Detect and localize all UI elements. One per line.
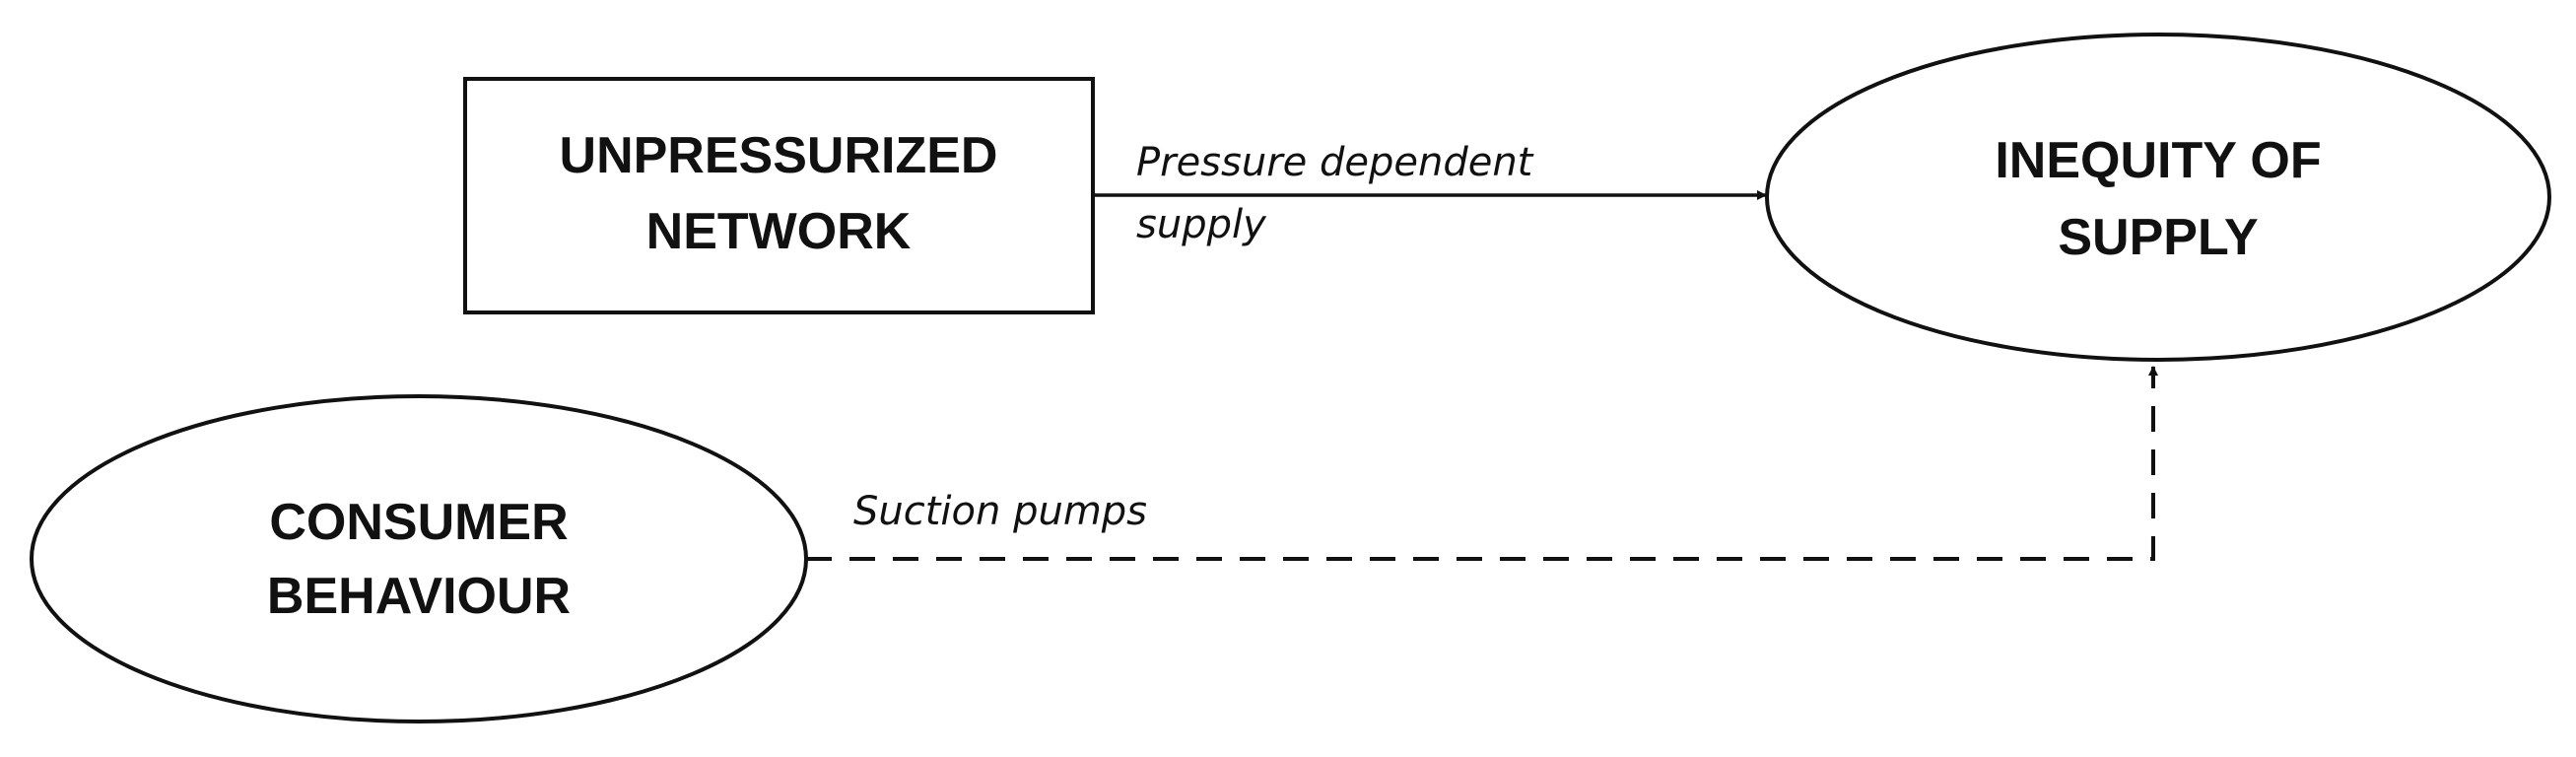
unpressurized-network-box [463, 77, 1095, 314]
node-unpressurized-network: UNPRESSURIZED NETWORK [463, 77, 1095, 314]
unpressurized-network-label-line2: NETWORK [646, 203, 912, 260]
node-consumer-behaviour: CONSUMER BEHAVIOUR [30, 394, 808, 723]
suction-pumps-arrow [806, 366, 2158, 561]
unpressurized-network-label-line1: UNPRESSURIZED [560, 127, 998, 184]
pressure-dependent-supply-label-line1: Pressure dependent [1136, 140, 1534, 185]
pressure-dependent-supply-label-line2: supply [1136, 202, 1267, 247]
edge-suction-pumps: Suction pumps [806, 366, 2158, 561]
inequity-of-supply-label-line2: SUPPLY [2058, 209, 2258, 266]
consumer-behaviour-label-line2: BEHAVIOUR [267, 568, 571, 625]
node-inequity-of-supply: INEQUITY OF SUPPLY [1765, 33, 2551, 362]
edge-pressure-dependent-supply: Pressure dependent supply [1093, 140, 1767, 247]
consumer-behaviour-ellipse [30, 394, 808, 723]
inequity-of-supply-label-line1: INEQUITY OF [1995, 132, 2321, 189]
consumer-behaviour-label-line1: CONSUMER [269, 494, 568, 551]
suction-pumps-label: Suction pumps [853, 489, 1147, 534]
inequity-of-supply-ellipse [1765, 33, 2551, 362]
